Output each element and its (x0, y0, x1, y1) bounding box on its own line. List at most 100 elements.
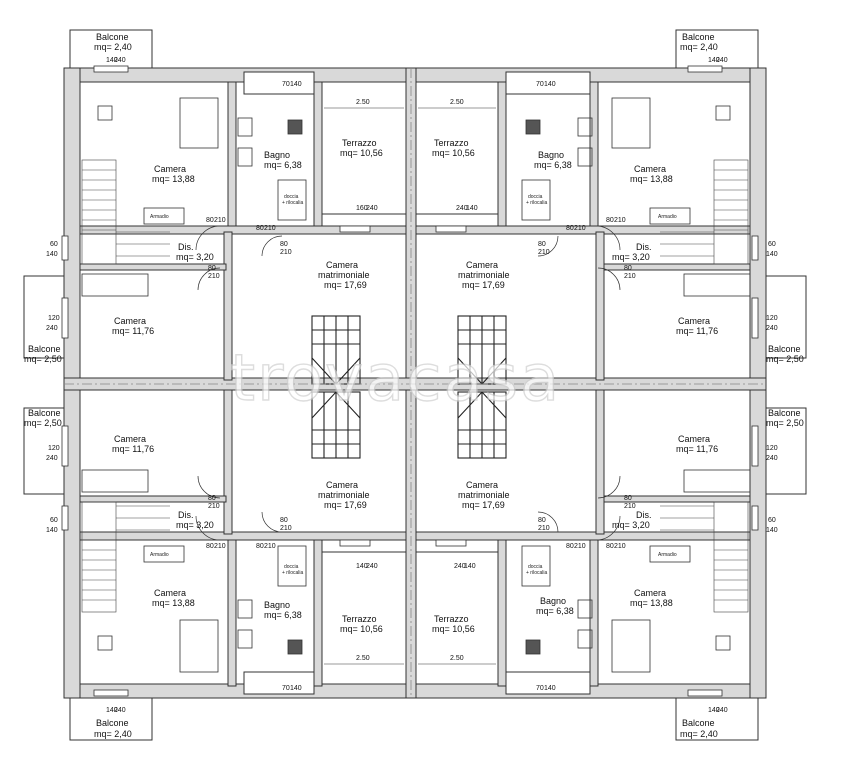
balcone-area-ml: mq= 2,50 (24, 354, 62, 364)
windows (61, 65, 759, 697)
bagno-label-bl: Bagno (264, 600, 290, 610)
balcone-area-ml2: mq= 2,50 (24, 418, 62, 428)
dim-80-i: 80 (208, 495, 216, 502)
dim-240-br: 240 (716, 707, 728, 714)
dim-80-n: 80 (256, 543, 264, 550)
camera-small-label-bl: Camera (114, 434, 146, 444)
dim-80-c: 80 (280, 241, 288, 248)
dim-70-tr: 70 (536, 81, 544, 88)
camera-small-label-tl: Camera (114, 316, 146, 326)
doccia-label-tl-1: doccia (284, 194, 299, 200)
dim-240-tl2: 240 (366, 205, 378, 212)
dim-210-g: 210 (208, 273, 220, 280)
doors (195, 225, 621, 541)
dim-250-tr: 2.50 (450, 99, 464, 106)
doccia-label-tr-1: doccia (528, 194, 543, 200)
doccia-label-br-1: doccia (528, 564, 543, 570)
dim-80-a: 80 (206, 217, 214, 224)
dim-60-l: 60 (50, 241, 58, 248)
dim-140-bl2: 140 (290, 685, 302, 692)
dis-area-tr: mq= 3,20 (612, 252, 650, 262)
dim-70-bl: 70 (282, 685, 290, 692)
camera-area-tr: mq= 13,88 (630, 174, 673, 184)
dis-area-tl: mq= 3,20 (176, 252, 214, 262)
dis-area-bl: mq= 3,20 (176, 520, 214, 530)
balcone-label-mr2: Balcone (768, 408, 801, 418)
dim-140-l: 140 (46, 251, 58, 258)
doccia-label-bl-1: doccia (284, 564, 299, 570)
terrazzo-label-bl: Terrazzo (342, 614, 377, 624)
camera-label-tl: Camera (154, 164, 186, 174)
dim-140-r: 140 (766, 251, 778, 258)
terrazzo-area-tr: mq= 10,56 (432, 148, 475, 158)
camera-label-br: Camera (634, 588, 666, 598)
dim-70-tl: 70 (282, 81, 290, 88)
dim-80-g: 80 (208, 265, 216, 272)
camera-label-bl: Camera (154, 588, 186, 598)
camera-small-area-tl: mq= 11,76 (112, 326, 154, 336)
dim-240-bl: 240 (114, 707, 126, 714)
camera-label-tr: Camera (634, 164, 666, 174)
bagno-area-bl: mq= 6,38 (264, 610, 302, 620)
armadio-label-bl: Armadio (150, 552, 169, 558)
dim-80-h: 80 (624, 265, 632, 272)
dim-210-i: 210 (208, 503, 220, 510)
dim-140-tl2: 140 (290, 81, 302, 88)
dim-210-b: 210 (264, 225, 276, 232)
camera-small-area-tr: mq= 11,76 (676, 326, 718, 336)
dim-210-m: 210 (214, 543, 226, 550)
matr-area-br: mq= 17,69 (462, 500, 505, 510)
balcone-area-bl: mq= 2,40 (94, 729, 132, 739)
matr-label-bl-1: Camera (326, 480, 358, 490)
bagno-area-tr: mq= 6,38 (534, 160, 572, 170)
dis-label-br: Dis. (636, 510, 652, 520)
dim-120-l2: 120 (48, 445, 60, 452)
dim-140-bl: 140 (106, 707, 118, 714)
dim-250-tl: 2.50 (356, 99, 370, 106)
dim-210-o: 210 (574, 543, 586, 550)
dim-240-r: 240 (766, 325, 778, 332)
terrazzo-area-tl: mq= 10,56 (340, 148, 383, 158)
dim-210-l: 210 (538, 525, 550, 532)
dis-label-tr: Dis. (636, 242, 652, 252)
side-stairs (81, 159, 749, 613)
dim-80-f: 80 (538, 241, 546, 248)
dim-80-o: 80 (566, 543, 574, 550)
dim-240-tr: 240 (716, 57, 728, 64)
terrazzo-label-br: Terrazzo (434, 614, 469, 624)
terrazzo-area-br: mq= 10,56 (432, 624, 475, 634)
dim-210-e: 210 (614, 217, 626, 224)
camera-area-tl: mq= 13,88 (152, 174, 195, 184)
dim-60-r: 60 (768, 241, 776, 248)
dim-120-r2: 120 (766, 445, 778, 452)
dim-210-a: 210 (214, 217, 226, 224)
camera-small-label-br: Camera (678, 434, 710, 444)
terrazzo-area-bl: mq= 10,56 (340, 624, 383, 634)
dim-210-p: 210 (614, 543, 626, 550)
dim-80-k: 80 (280, 517, 288, 524)
balcone-area-mr2: mq= 2,50 (766, 418, 804, 428)
balcone-area-br: mq= 2,40 (680, 729, 718, 739)
dim-240-l: 240 (46, 325, 58, 332)
matr-label-tr-2: matrimoniale (458, 270, 510, 280)
balcone-area-mr: mq= 2,50 (766, 354, 804, 364)
dim-140-tr2: 140 (544, 81, 556, 88)
dim-80-b: 80 (256, 225, 264, 232)
dim-80-e: 80 (606, 217, 614, 224)
dim-240-tr2: 240 (456, 205, 468, 212)
dim-70-br: 70 (536, 685, 544, 692)
dim-210-f: 210 (538, 249, 550, 256)
dim-210-h: 210 (624, 273, 636, 280)
dim-140-br2: 140 (544, 685, 556, 692)
matr-label-tr-1: Camera (466, 260, 498, 270)
armadio-label-tr: Armadio (658, 214, 677, 220)
doccia-label-bl-2: + rilocalia (282, 570, 303, 576)
matr-label-bl-2: matrimoniale (318, 490, 370, 500)
dim-140-l2: 140 (46, 527, 58, 534)
dim-140-br3: 140 (464, 563, 476, 570)
dim-80-d: 80 (566, 225, 574, 232)
dim-140-br: 140 (708, 707, 720, 714)
dis-area-br: mq= 3,20 (612, 520, 650, 530)
balcone-area-tr: mq= 2,40 (680, 42, 718, 52)
dim-240-l2: 240 (46, 455, 58, 462)
